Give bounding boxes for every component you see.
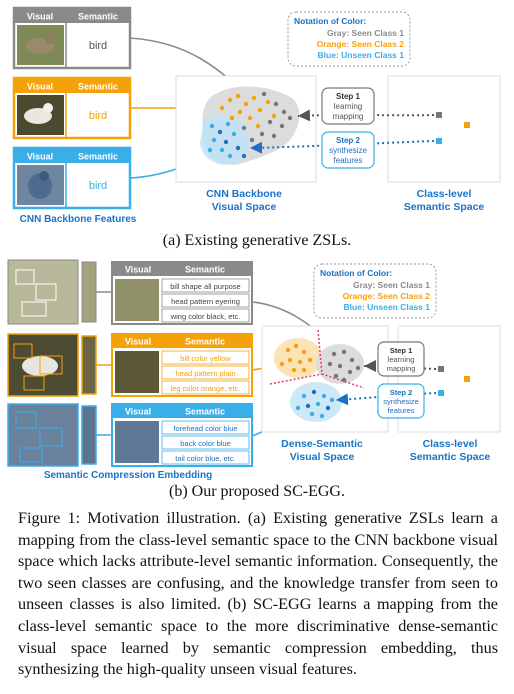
attribute-label: bill shape all purpose (170, 282, 240, 291)
visual-header: Visual (27, 12, 53, 22)
step1-box: Step 1 learning mapping (321, 87, 375, 125)
visual-space-title: CNN Backbone (206, 188, 282, 200)
step1-title: Step 1 (336, 92, 361, 101)
orange-class-point (464, 122, 470, 128)
visual-header: Visual (125, 337, 151, 347)
legend-title: Notation of Color: (294, 16, 366, 26)
step1-line2: mapping (387, 364, 416, 373)
panel-b: Visual Semantic bill shape all purpose h… (7, 259, 501, 481)
legend-title: Notation of Color: (320, 268, 392, 278)
boundary-line (269, 373, 323, 385)
figure-caption: Figure 1: Motivation illustration. (a) E… (18, 509, 498, 679)
step1-title: Step 1 (390, 346, 413, 355)
attribute-label: head pattern eyering (171, 297, 240, 306)
orange-image-crops (7, 333, 97, 397)
bird-photo (17, 165, 64, 205)
bird-photo (17, 95, 64, 135)
orange-attribute-table: Visual Semantic bill color yellow head p… (111, 333, 253, 397)
panel-a-row-gray: Visual Semantic bird (12, 6, 132, 70)
semantic-header: Semantic (78, 82, 118, 92)
orange-cluster-blob (274, 338, 322, 378)
bird-photo (115, 351, 159, 393)
semantic-space-box (387, 75, 501, 183)
features-label: CNN Backbone Features (20, 214, 137, 225)
bird-photo (115, 279, 159, 321)
dense-space-subtitle: Visual Space (290, 451, 355, 463)
panel-a: Visual Semantic bird Visual Semantic bir… (12, 6, 501, 225)
semantic-space-subtitle: Semantic Space (404, 201, 485, 213)
subcaption-a: (a) Existing generative ZSLs. (162, 232, 352, 249)
attribute-label: tail color blue, etc. (175, 454, 235, 463)
semantic-label: bird (89, 180, 107, 192)
step1-box: Step 1 learning mapping (377, 341, 425, 377)
step2-title: Step 2 (336, 136, 361, 145)
attribute-label: leg color orange, etc. (170, 384, 240, 393)
semantic-label: bird (89, 110, 107, 122)
semantic-space-title: Class-level (417, 188, 472, 200)
gray-class-point (438, 366, 444, 372)
attribute-label: forehead color blue (173, 424, 237, 433)
step2-box: Step 2 synthesize features (321, 131, 375, 169)
semantic-space-subtitle: Semantic Space (410, 451, 491, 463)
gray-image-crops (7, 259, 97, 325)
legend-orange: Orange: Seen Class 2 (317, 39, 405, 49)
step1-line1: learning (388, 355, 415, 364)
step2-box: Step 2 synthesize features (377, 383, 425, 419)
semantic-header: Semantic (185, 407, 225, 417)
step1-line1: learning (334, 102, 362, 111)
legend-blue: Blue: Unseen Class 1 (344, 302, 431, 312)
bird-photo (17, 25, 64, 65)
visual-space-subtitle: Visual Space (212, 201, 277, 213)
legend-blue: Blue: Unseen Class 1 (318, 50, 405, 60)
semantic-label: bird (89, 40, 107, 52)
step2-title: Step 2 (390, 388, 413, 397)
visual-header: Visual (125, 265, 151, 275)
dense-feature-dots (279, 343, 361, 419)
cnn-feature-dots (207, 91, 293, 159)
semantic-header: Semantic (185, 265, 225, 275)
blue-class-point (436, 138, 442, 144)
step2-line2: features (334, 156, 363, 165)
blue-attribute-table: Visual Semantic forehead color blue back… (111, 403, 253, 467)
visual-header: Visual (125, 407, 151, 417)
color-legend: Notation of Color: Gray: Seen Class 1 Or… (287, 11, 411, 67)
dense-space-title: Dense-Semantic (281, 438, 363, 450)
step2-line1: synthesize (383, 397, 418, 406)
visual-header: Visual (27, 82, 53, 92)
embedding-label: Semantic Compression Embedding (44, 470, 212, 481)
blue-cluster-blob (290, 382, 342, 422)
panel-a-row-blue: Visual Semantic bird (12, 146, 132, 210)
step1-line2: mapping (333, 112, 364, 121)
panel-a-row-orange: Visual Semantic bird (12, 76, 132, 140)
step2-arrow (249, 140, 435, 154)
step2-line2: features (387, 406, 414, 415)
blue-image-crops (7, 403, 97, 467)
semantic-header: Semantic (78, 12, 118, 22)
semantic-space-title: Class-level (423, 438, 478, 450)
gray-class-point (436, 112, 442, 118)
attribute-label: back color blue (180, 439, 230, 448)
visual-header: Visual (27, 152, 53, 162)
attribute-label: bill color yellow (180, 354, 231, 363)
step2-line1: synthesize (329, 146, 367, 155)
motivation-figure: Visual Semantic bird Visual Semantic bir… (7, 6, 501, 481)
subcaption-b: (b) Our proposed SC-EGG. (169, 483, 345, 500)
semantic-header: Semantic (185, 337, 225, 347)
legend-orange: Orange: Seen Class 2 (343, 291, 431, 301)
legend-gray: Gray: Seen Class 1 (327, 28, 404, 38)
bird-photo (115, 421, 159, 463)
gray-attribute-table: Visual Semantic bill shape all purpose h… (111, 261, 253, 325)
attribute-label: wing color black, etc. (170, 312, 241, 321)
orange-class-point (464, 376, 470, 382)
attribute-label: head pattern plain (175, 369, 235, 378)
semantic-header: Semantic (78, 152, 118, 162)
color-legend: Notation of Color: Gray: Seen Class 1 Or… (313, 263, 437, 319)
legend-gray: Gray: Seen Class 1 (353, 280, 430, 290)
blue-class-point (438, 390, 444, 396)
